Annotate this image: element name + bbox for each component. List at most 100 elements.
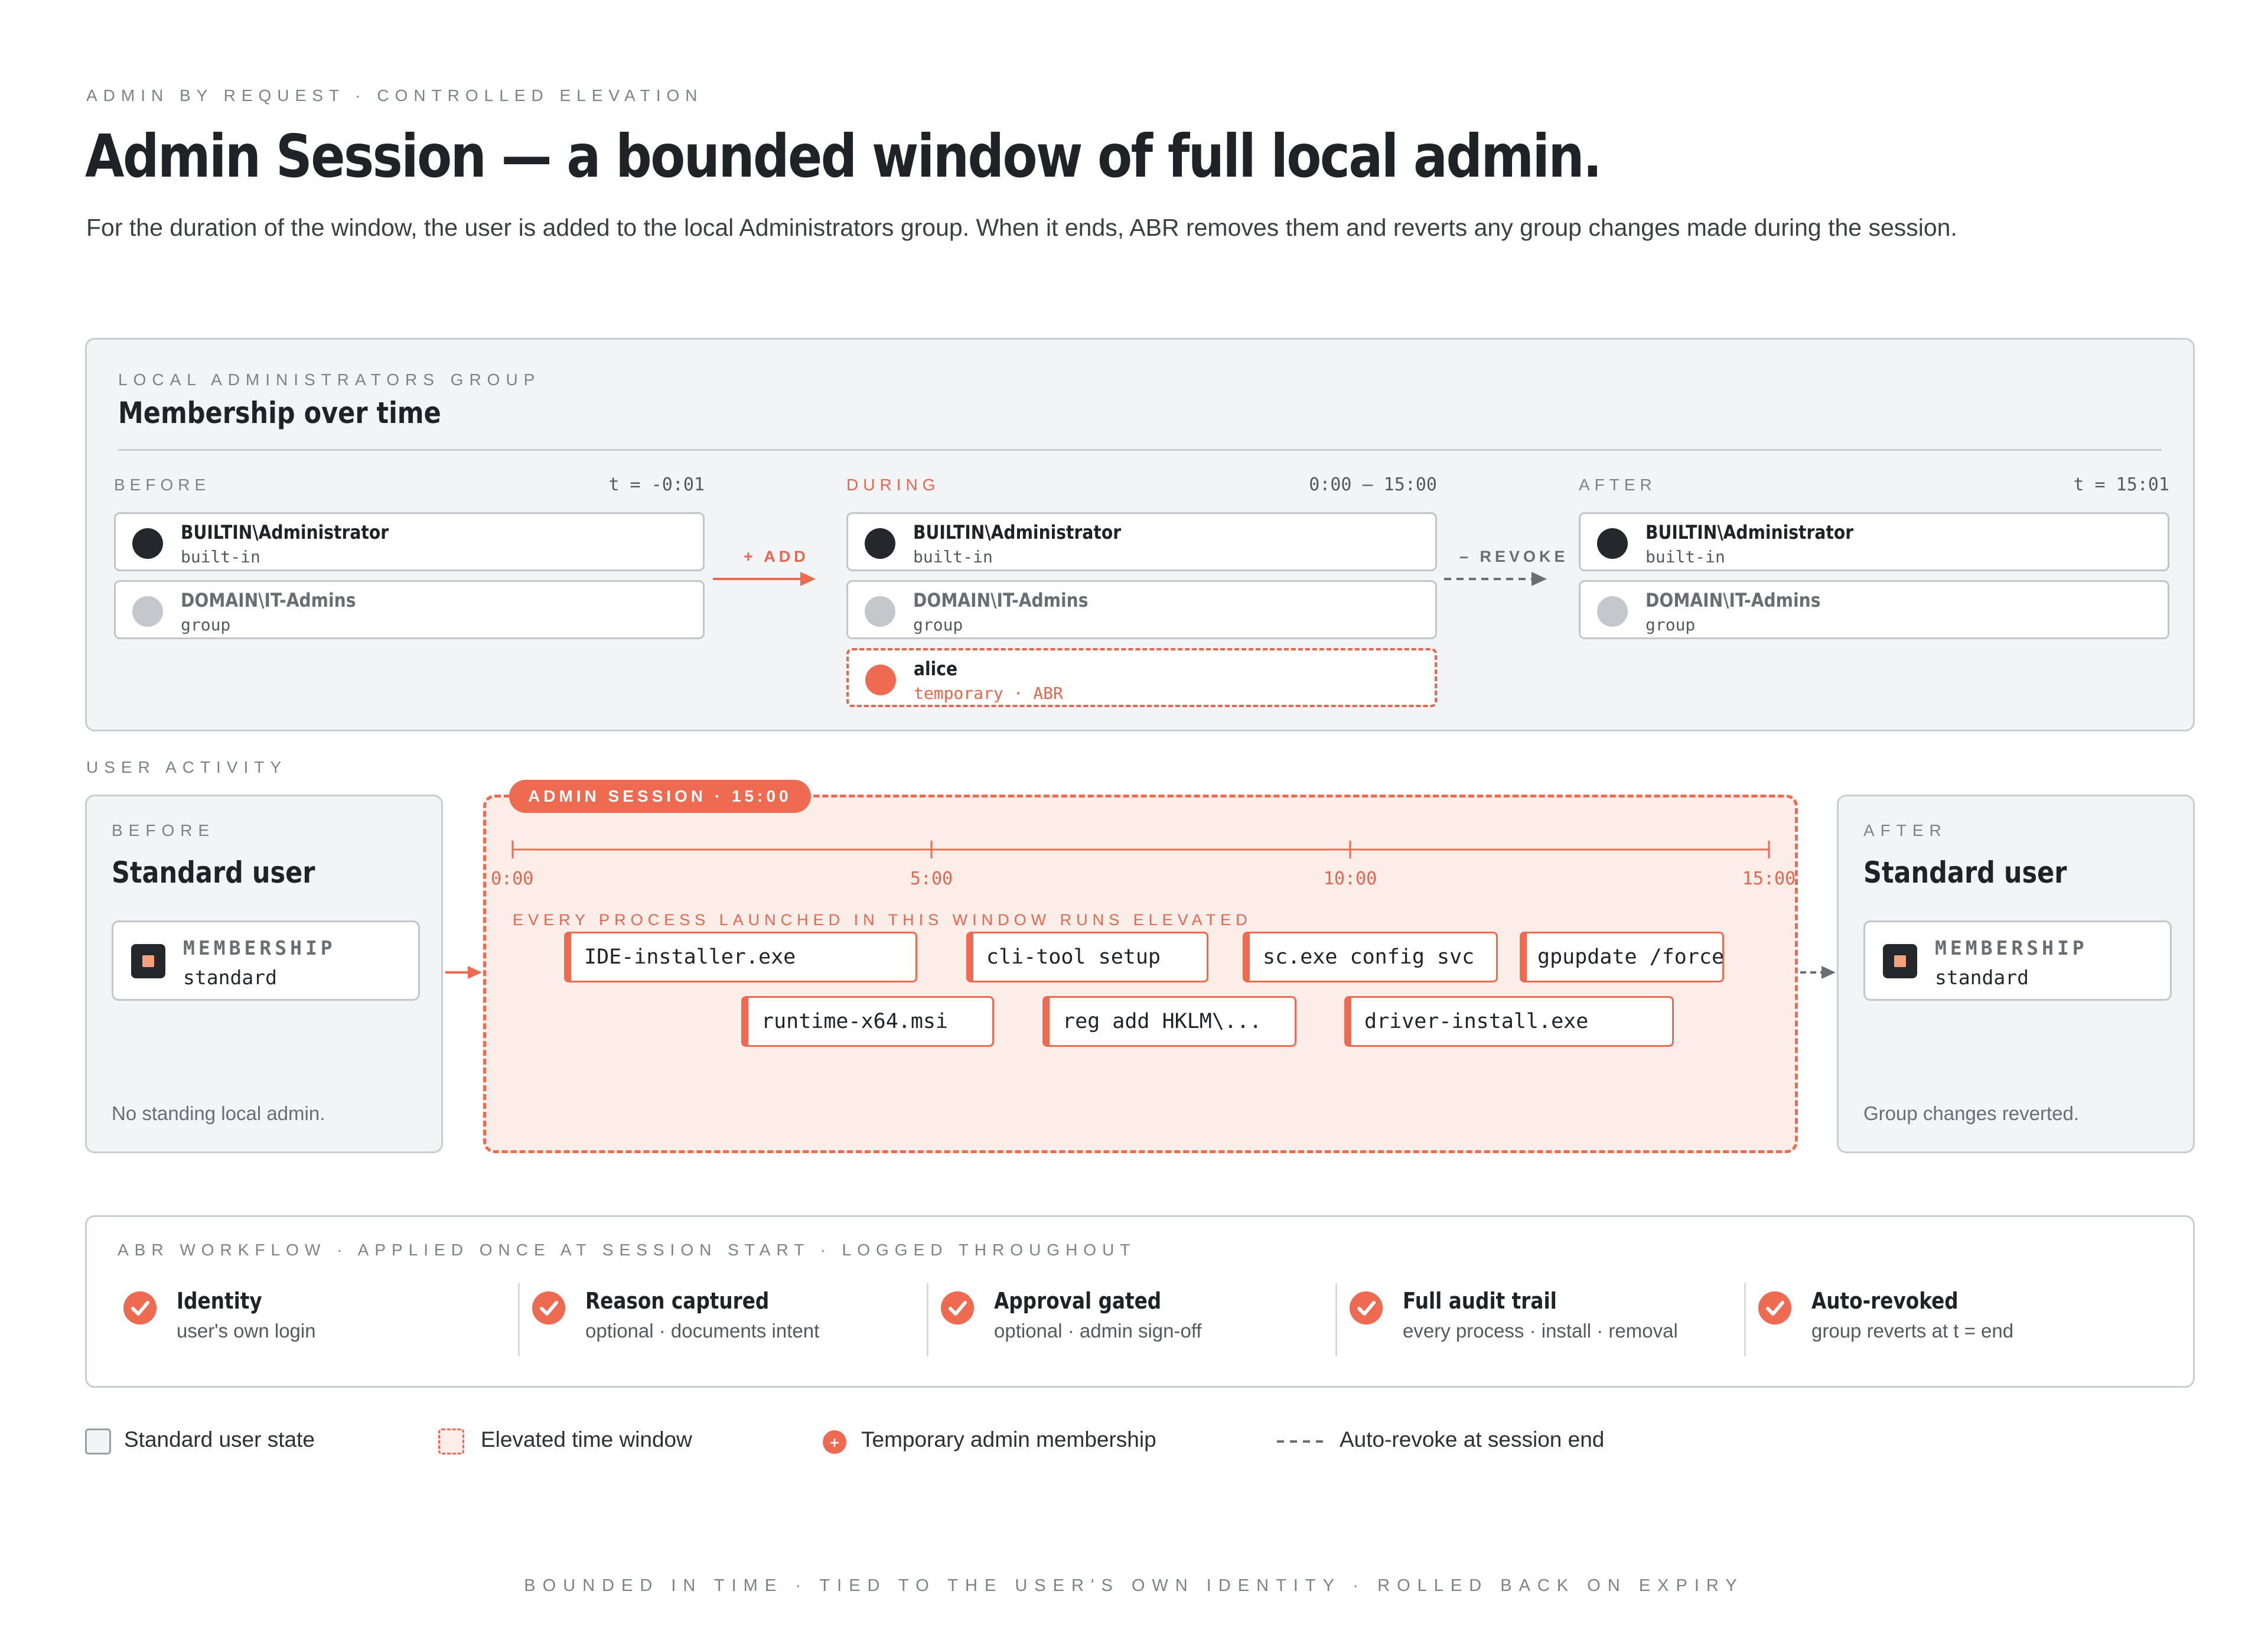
step-description: user's own login — [177, 1320, 316, 1342]
member-row: DOMAIN\IT-Admins group — [846, 580, 1437, 639]
svg-text:+: + — [829, 1436, 840, 1450]
workflow-eyebrow: ABR WORKFLOW · APPLIED ONCE AT SESSION S… — [118, 1241, 1136, 1259]
step-title: Approval gated — [994, 1288, 1162, 1314]
after-state-note: Group changes reverted. — [1863, 1102, 2080, 1124]
process-chip: gpupdate /force — [1520, 932, 1724, 982]
after-state-panel: AFTER Standard user MEMBERSHIP standard … — [1837, 795, 2195, 1153]
membership-label: MEMBERSHIP — [1935, 936, 2088, 959]
check-icon — [1350, 1291, 1383, 1325]
column-before-time: t = -0:01 — [608, 474, 705, 495]
member-type: built-in — [1645, 547, 1725, 567]
step-description: every process · install · removal — [1403, 1320, 1678, 1342]
column-during-label: DURING — [846, 476, 940, 494]
member-name: BUILTIN\Administrator — [181, 521, 389, 544]
member-row: BUILTIN\Administrator built-in — [846, 512, 1437, 571]
member-dot-icon — [132, 528, 163, 559]
step-divider — [1744, 1283, 1746, 1356]
enter-session-arrow-icon — [445, 966, 482, 979]
session-caption: EVERY PROCESS LAUNCHED IN THIS WINDOW RU… — [513, 911, 1252, 929]
process-name: cli-tool setup — [986, 945, 1161, 969]
legend-elevated-swatch-icon — [438, 1428, 464, 1454]
check-icon — [123, 1291, 157, 1325]
member-type: group — [181, 615, 231, 634]
member-name: BUILTIN\Administrator — [1645, 521, 1854, 544]
group-panel-divider — [118, 449, 2162, 451]
member-name: DOMAIN\IT-Admins — [1645, 589, 1821, 611]
group-membership-panel: LOCAL ADMINISTRATORS GROUP Membership ov… — [85, 338, 2195, 731]
revoke-arrow-label: – REVOKE — [1459, 548, 1569, 565]
legend-temporary-dot-icon: + — [823, 1430, 846, 1454]
before-membership-box: MEMBERSHIP standard — [112, 920, 420, 1001]
process-name: reg add HKLM\... — [1063, 1010, 1262, 1033]
step-title: Auto-revoked — [1811, 1288, 1959, 1314]
member-dot-icon — [865, 665, 896, 695]
membership-value: standard — [183, 966, 277, 989]
member-type: built-in — [913, 547, 993, 567]
step-description: optional · documents intent — [585, 1320, 820, 1342]
step-title: Reason captured — [585, 1288, 770, 1314]
after-state-title: Standard user — [1863, 855, 2067, 890]
process-name: runtime-x64.msi — [761, 1010, 949, 1033]
session-timeline-axis — [511, 841, 1770, 858]
add-arrow-label: + ADD — [744, 548, 809, 565]
timeline-tick-label: 0:00 — [491, 868, 534, 889]
process-chip: IDE-installer.exe — [564, 932, 917, 982]
process-name: gpupdate /force — [1537, 945, 1725, 969]
admin-session-badge: ADMIN SESSION · 15:00 — [509, 780, 811, 813]
process-chip: cli-tool setup — [966, 932, 1208, 982]
member-type: group — [913, 615, 963, 634]
membership-icon — [131, 944, 165, 978]
process-chip: sc.exe config svc — [1243, 932, 1498, 982]
member-name: DOMAIN\IT-Admins — [181, 589, 356, 611]
timeline-tick-label: 10:00 — [1323, 868, 1377, 889]
admin-session-window: 0:00 5:00 10:00 15:00 EVERY PROCESS LAUN… — [483, 795, 1798, 1153]
timeline-tick-label: 15:00 — [1742, 868, 1796, 889]
exit-session-arrow-icon — [1800, 966, 1836, 979]
timeline-tick-label: 5:00 — [910, 868, 953, 889]
member-row-temporary: alice temporary · ABR — [846, 648, 1437, 707]
check-icon — [1758, 1291, 1791, 1325]
step-divider — [1335, 1283, 1337, 1356]
footer-tagline: BOUNDED IN TIME · TIED TO THE USER'S OWN… — [524, 1576, 1744, 1595]
member-dot-icon — [865, 596, 895, 627]
legend-label: Temporary admin membership — [861, 1427, 1156, 1452]
member-name: alice — [914, 658, 958, 680]
before-state-label: BEFORE — [112, 821, 216, 839]
step-description: optional · admin sign-off — [994, 1320, 1202, 1342]
legend-label: Standard user state — [124, 1427, 315, 1452]
kicker: ADMIN BY REQUEST · CONTROLLED ELEVATION — [86, 86, 703, 105]
legend-standard-swatch-icon — [85, 1428, 111, 1454]
after-state-label: AFTER — [1863, 821, 1947, 839]
process-chip: driver-install.exe — [1344, 996, 1674, 1047]
step-divider — [927, 1283, 928, 1356]
before-state-title: Standard user — [112, 855, 315, 890]
group-panel-title: Membership over time — [118, 396, 441, 430]
member-row: DOMAIN\IT-Admins group — [114, 580, 705, 639]
membership-value: standard — [1935, 966, 2029, 989]
member-name: BUILTIN\Administrator — [913, 521, 1122, 544]
process-chip: runtime-x64.msi — [741, 996, 994, 1047]
after-membership-box: MEMBERSHIP standard — [1863, 920, 2172, 1001]
member-name: DOMAIN\IT-Admins — [913, 589, 1089, 611]
before-state-panel: BEFORE Standard user MEMBERSHIP standard… — [85, 795, 443, 1153]
before-state-note: No standing local admin. — [112, 1102, 325, 1124]
member-type: built-in — [181, 547, 260, 567]
legend-label: Elevated time window — [481, 1427, 692, 1452]
revoke-arrow-icon — [1444, 572, 1547, 586]
legend-label: Auto-revoke at session end — [1340, 1427, 1605, 1452]
membership-icon — [1883, 944, 1917, 978]
step-title: Full audit trail — [1403, 1288, 1557, 1314]
activity-eyebrow: USER ACTIVITY — [86, 758, 288, 776]
group-panel-eyebrow: LOCAL ADMINISTRATORS GROUP — [118, 370, 541, 389]
member-dot-icon — [1597, 596, 1628, 627]
member-dot-icon — [1597, 528, 1628, 559]
page-title: Admin Session — a bounded window of full… — [85, 122, 1602, 191]
add-arrow-icon — [713, 572, 816, 586]
check-icon — [941, 1291, 974, 1325]
member-type: temporary · ABR — [914, 684, 1063, 703]
member-dot-icon — [132, 596, 163, 627]
column-after-label: AFTER — [1579, 476, 1657, 494]
membership-label: MEMBERSHIP — [183, 936, 336, 959]
process-name: IDE-installer.exe — [584, 945, 796, 969]
step-description: group reverts at t = end — [1811, 1320, 2014, 1342]
